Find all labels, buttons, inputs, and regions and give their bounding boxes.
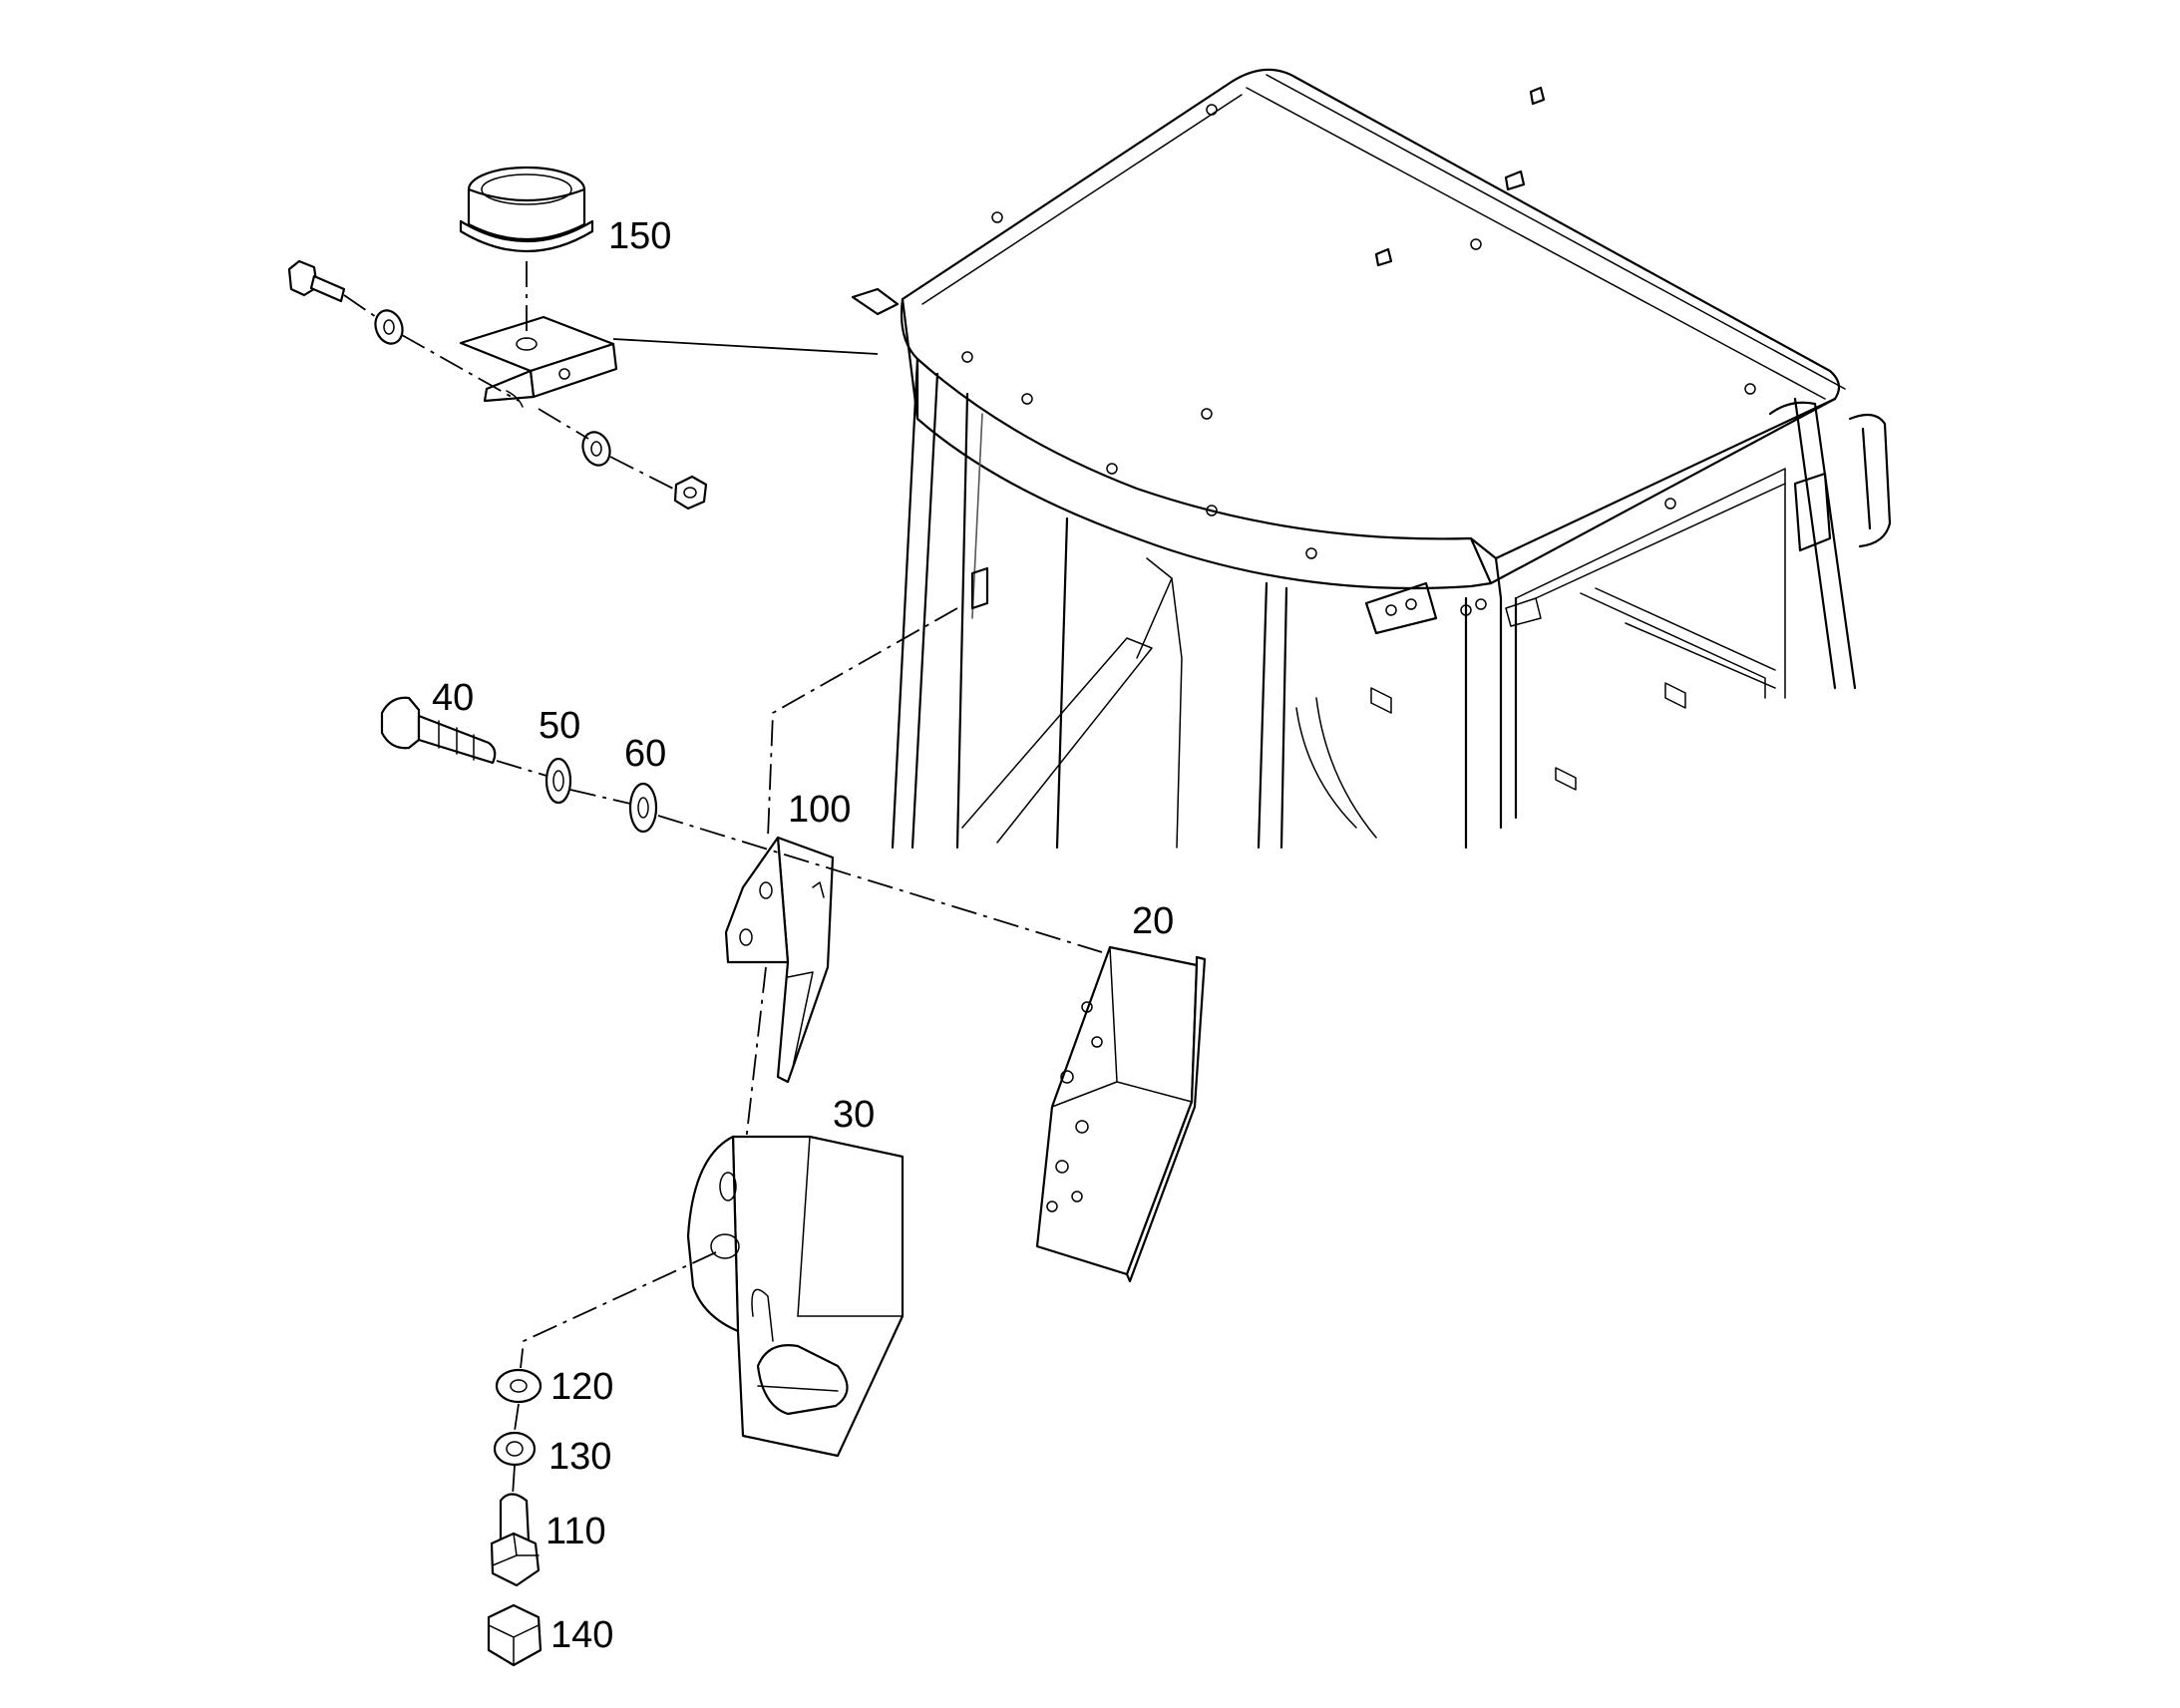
part-60-washer bbox=[628, 782, 658, 834]
leader-cab-to-100 bbox=[767, 607, 958, 839]
callout-150: 150 bbox=[608, 215, 671, 257]
leader-40-to-20 bbox=[496, 760, 1103, 953]
part-120-washer bbox=[495, 1368, 543, 1404]
part-150-cap bbox=[459, 166, 594, 252]
roof-bracket-washer-1 bbox=[374, 309, 404, 345]
callout-30: 30 bbox=[833, 1094, 875, 1136]
callout-50: 50 bbox=[539, 705, 580, 747]
part-140-nut bbox=[487, 1603, 543, 1667]
part-50-lock-washer bbox=[545, 757, 572, 805]
leader-top-bolt-line bbox=[343, 294, 674, 490]
part-30-bracket bbox=[686, 1135, 905, 1458]
leader-30-to-washers bbox=[520, 1251, 717, 1369]
roof-bracket-washer-2 bbox=[581, 431, 611, 467]
part-150-bracket bbox=[459, 315, 879, 408]
cab-assembly bbox=[851, 68, 1892, 850]
leader-washers-vertical bbox=[512, 1403, 520, 1497]
callout-140: 140 bbox=[550, 1614, 613, 1656]
callout-20: 20 bbox=[1132, 900, 1174, 942]
part-130-washer bbox=[493, 1431, 537, 1467]
callout-60: 60 bbox=[624, 733, 666, 775]
roof-bracket-bolt bbox=[287, 259, 346, 303]
part-100-bracket bbox=[724, 836, 835, 1084]
callout-130: 130 bbox=[548, 1436, 611, 1478]
callout-100: 100 bbox=[788, 789, 851, 831]
part-110-bolt bbox=[490, 1493, 541, 1587]
callout-40: 40 bbox=[432, 677, 474, 719]
callout-110: 110 bbox=[545, 1511, 606, 1552]
part-40-bolt bbox=[380, 696, 497, 765]
roof-bracket-nut bbox=[673, 475, 708, 511]
part-20-plate bbox=[1035, 945, 1207, 1283]
callout-120: 120 bbox=[550, 1366, 613, 1408]
leader-100-to-30 bbox=[745, 966, 767, 1143]
